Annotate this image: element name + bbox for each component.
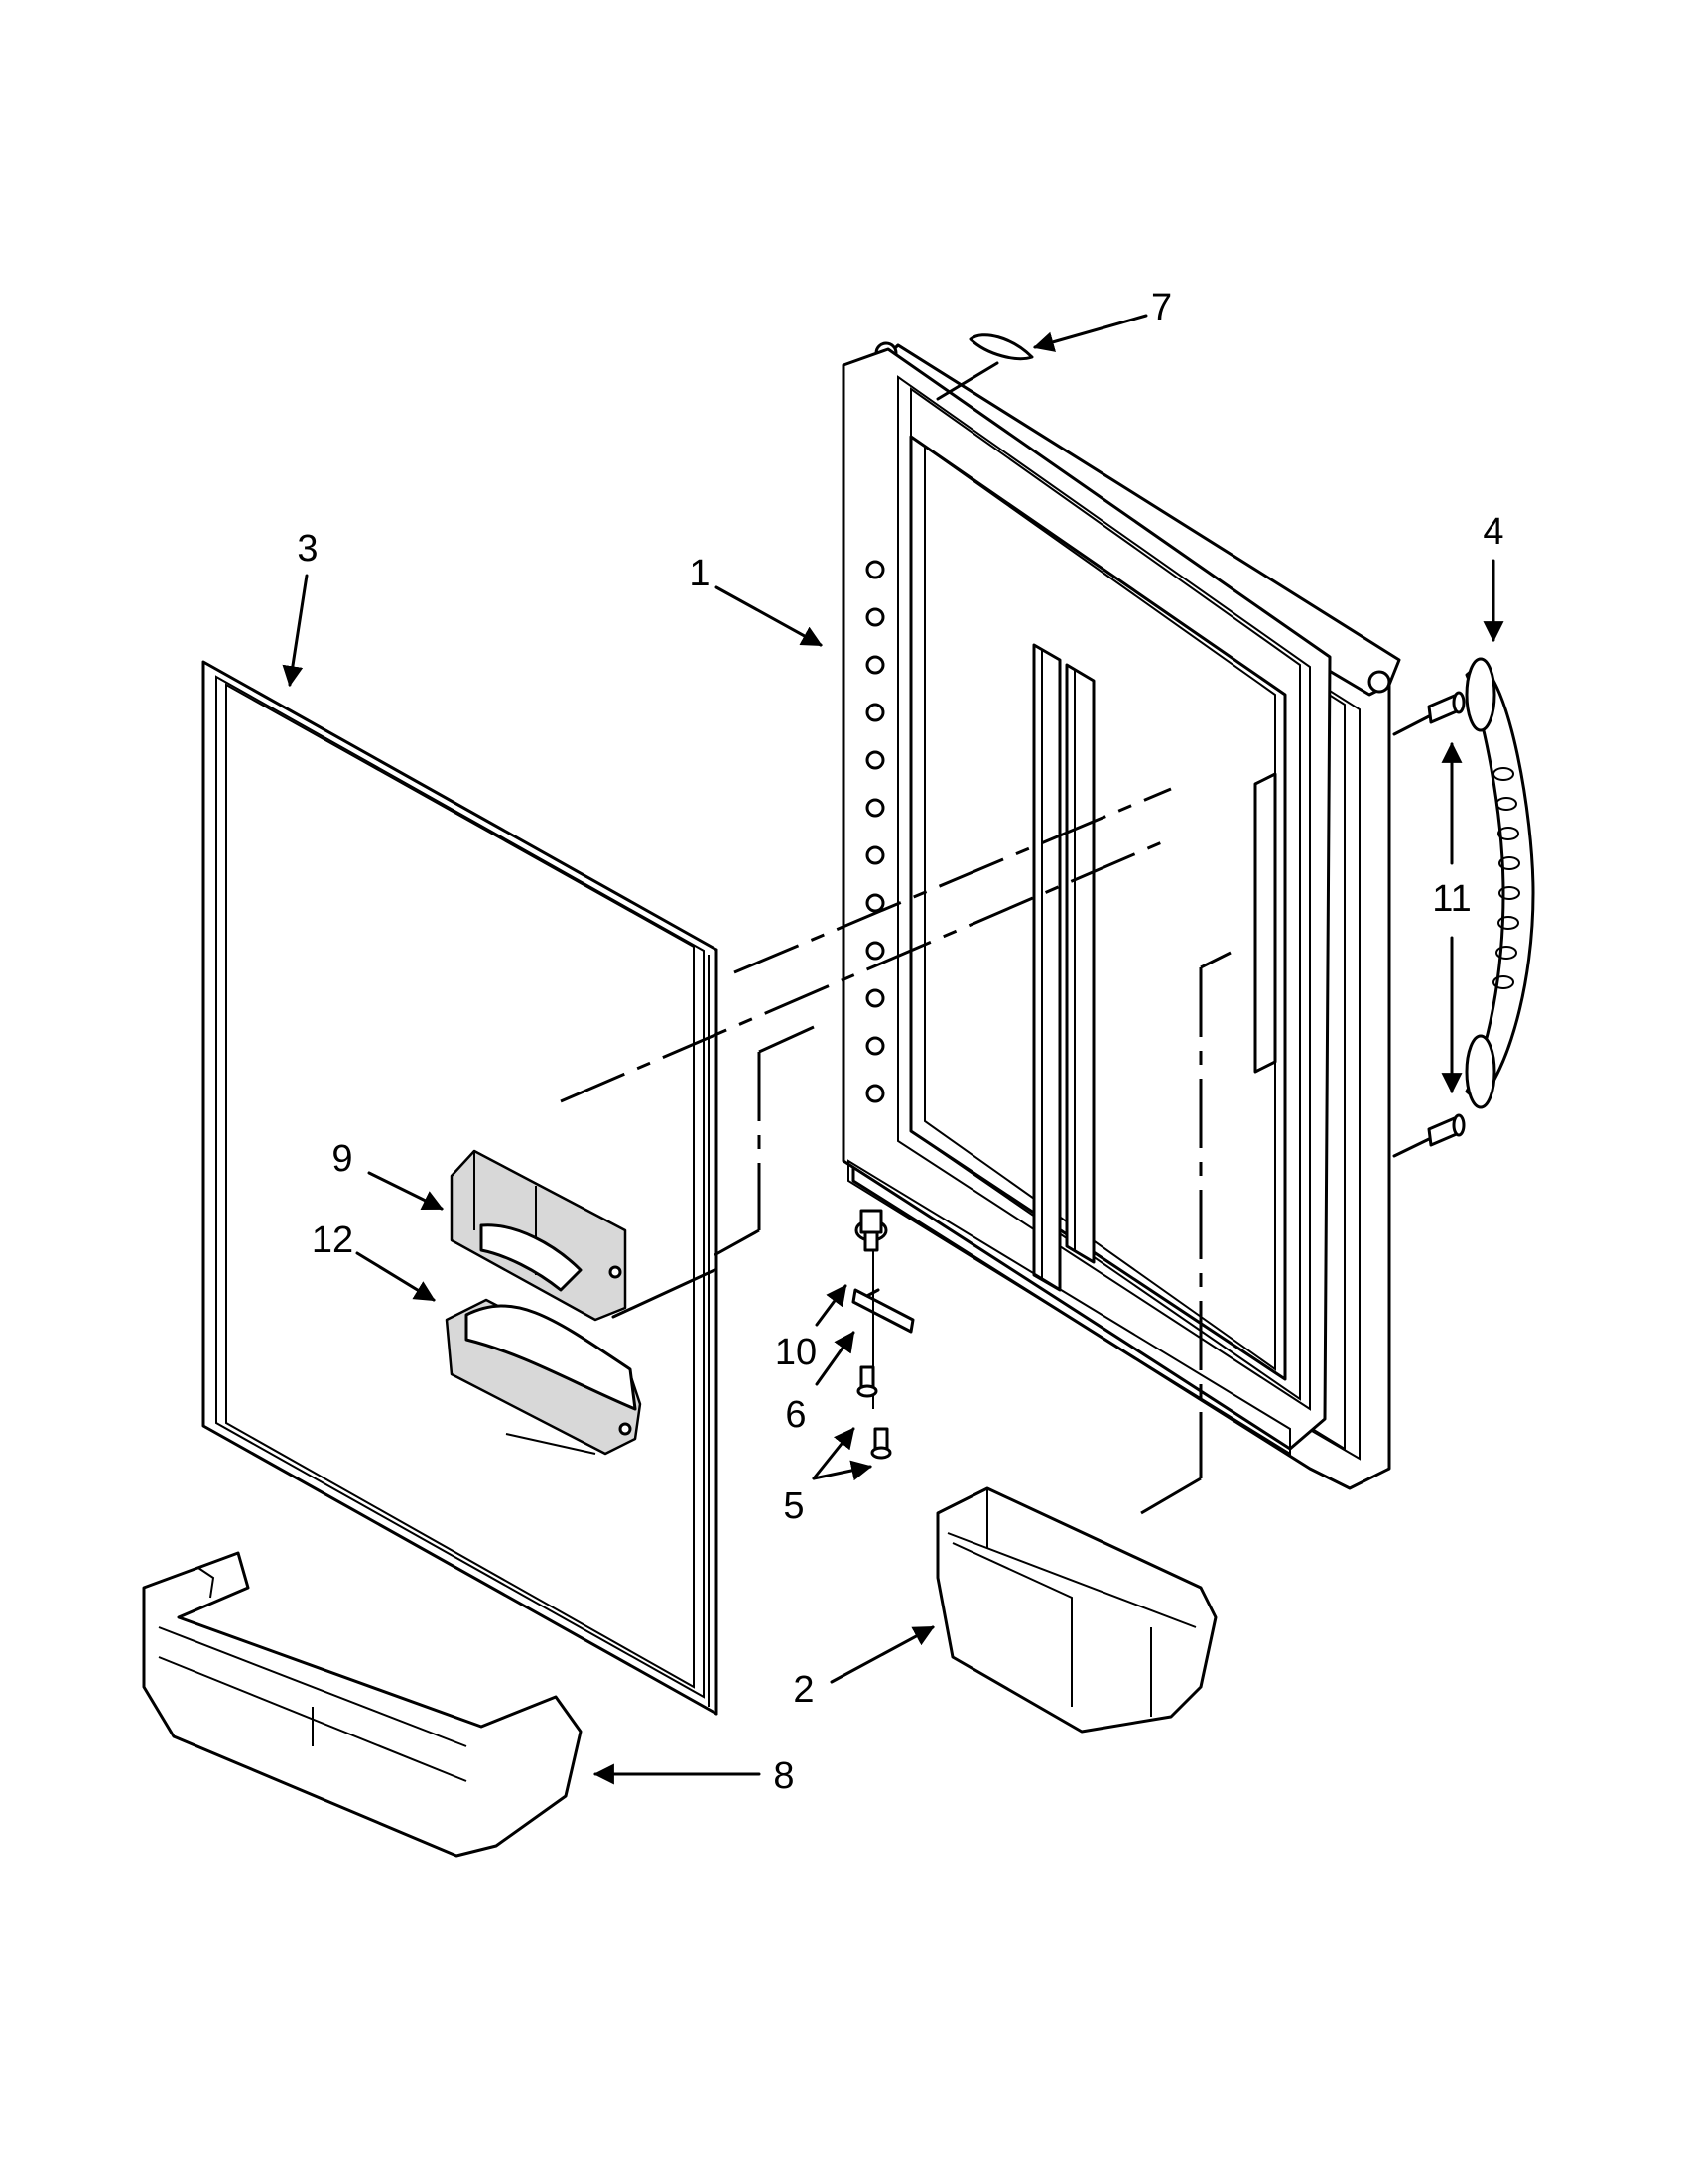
door-bin-part	[936, 1486, 1218, 1734]
callout-1: 1	[689, 553, 710, 594]
hinge-pin-part	[854, 1209, 888, 1252]
hinge-cap-part	[936, 333, 1034, 401]
handle-grip-pattern	[1492, 767, 1520, 989]
callout-4: 4	[1483, 511, 1503, 553]
callout-5: 5	[783, 1485, 804, 1527]
callout-11: 11	[1432, 878, 1471, 920]
callout-9: 9	[331, 1138, 352, 1180]
dairy-bin-part	[445, 1298, 642, 1456]
callout-2: 2	[793, 1669, 814, 1711]
assembly-guide-lines	[560, 787, 1232, 1515]
shelf-notches	[865, 560, 885, 1103]
callout-12: 12	[312, 1220, 353, 1261]
screw-parts	[856, 1365, 892, 1460]
refrigerator-door-part	[842, 341, 1401, 1490]
door-rail-part	[142, 1551, 583, 1858]
callout-7: 7	[1151, 287, 1172, 328]
callout-3: 3	[297, 528, 318, 570]
callout-labels: 7 3 1 4 11 9 12 10 6 5 2 8	[297, 287, 1503, 1797]
callout-leaders	[282, 314, 1504, 1785]
callout-10: 10	[775, 1332, 817, 1373]
callout-6: 6	[785, 1394, 806, 1436]
dairy-door-part	[450, 1149, 627, 1322]
handle-screw-parts	[1392, 691, 1466, 1158]
callout-8: 8	[773, 1755, 794, 1797]
door-handle-part	[1465, 657, 1535, 1109]
